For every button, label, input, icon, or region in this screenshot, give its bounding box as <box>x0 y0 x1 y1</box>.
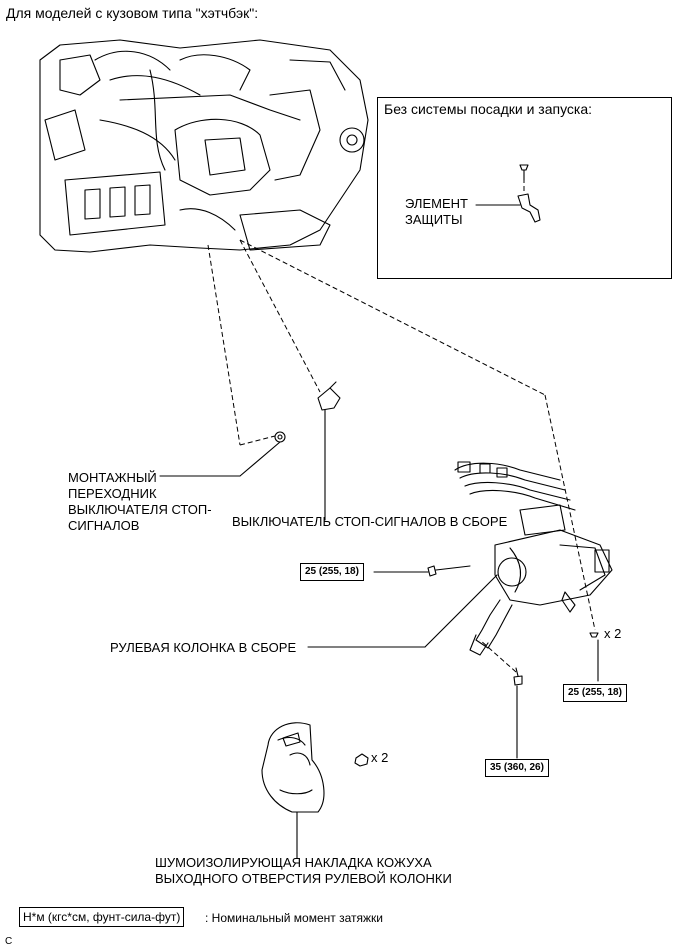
torque-bolt-left: 25 (255, 18) <box>300 563 364 581</box>
stop-switch-illustration <box>317 381 341 411</box>
steering-column-illustration <box>454 461 613 656</box>
adapter-label-line4: СИГНАЛОВ <box>68 518 140 533</box>
torque-legend-description: : Номинальный момент затяжки <box>205 911 383 925</box>
bolt-right-illustration <box>589 632 599 638</box>
inset-title: Без системы посадки и запуска: <box>384 101 593 117</box>
page-title: Для моделей с кузовом типа "хэтчбэк": <box>6 5 259 21</box>
footer-code: C <box>5 936 13 947</box>
dashboard-illustration <box>39 39 369 253</box>
torque-bolt-bottom: 35 (360, 26) <box>485 759 549 777</box>
adapter-label-line2: ПЕРЕХОДНИК <box>68 486 157 501</box>
cover-label-line2: ВЫХОДНОГО ОТВЕРСТИЯ РУЛЕВОЙ КОЛОНКИ <box>155 871 452 886</box>
column-hole-cover-illustration <box>261 722 325 813</box>
inset-panel: Без системы посадки и запуска: <box>377 97 672 279</box>
stop-switch-label: ВЫКЛЮЧАТЕЛЬ СТОП-СИГНАЛОВ В СБОРЕ <box>232 514 508 529</box>
qty-right-label: x 2 <box>604 626 622 641</box>
bolt-bottom-illustration <box>513 667 523 686</box>
nut-cover-illustration <box>354 753 369 767</box>
qty-cover-label: x 2 <box>371 750 389 765</box>
torque-bolt-right: 25 (255, 18) <box>563 684 627 702</box>
bolt-left-illustration <box>427 565 471 577</box>
protective-element-label-line1: ЭЛЕМЕНТ <box>405 196 468 211</box>
adapter-label-line3: ВЫКЛЮЧАТЕЛЯ СТОП- <box>68 502 212 517</box>
adapter-label-line1: МОНТАЖНЫЙ <box>68 470 157 485</box>
protective-element-label-line2: ЗАЩИТЫ <box>405 212 463 227</box>
adapter-illustration <box>274 431 286 443</box>
steering-column-label: РУЛЕВАЯ КОЛОНКА В СБОРЕ <box>110 640 297 655</box>
torque-unit-legend-box: Н*м (кгс*см, фунт-сила-фут) <box>19 907 185 927</box>
cover-label-line1: ШУМОИЗОЛИРУЮЩАЯ НАКЛАДКА КОЖУХА <box>155 855 432 870</box>
